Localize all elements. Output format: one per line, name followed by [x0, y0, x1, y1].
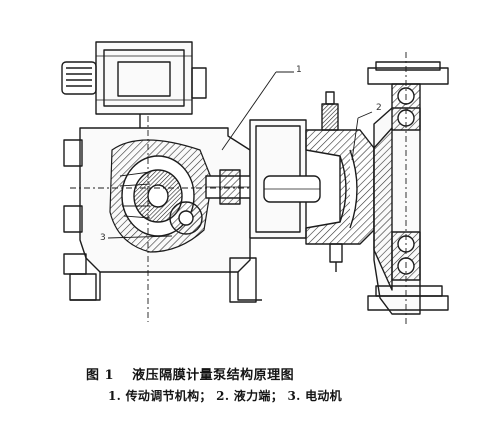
- electric-motor: [61, 41, 207, 128]
- callout-2: 2: [376, 103, 382, 113]
- figure-number: 图 1: [86, 368, 115, 383]
- figure-title-text: 液压隔膜计量泵结构原理图: [132, 368, 295, 383]
- diagram-drawing: 1 2 3: [61, 41, 449, 324]
- callout-1: 1: [296, 65, 302, 75]
- callout-3: 3: [100, 233, 106, 243]
- callout-labels: 1 2 3: [100, 65, 382, 243]
- figure-legend: 1. 传动调节机构； 2. 液力端； 3. 电动机: [108, 389, 342, 403]
- drive-adjustment-mechanism: [63, 116, 300, 322]
- liquid-end: [249, 52, 449, 324]
- figure-caption: 图 1 液压隔膜计量泵结构原理图: [86, 364, 426, 383]
- figure-title: 图 1 液压隔膜计量泵结构原理图: [86, 368, 294, 383]
